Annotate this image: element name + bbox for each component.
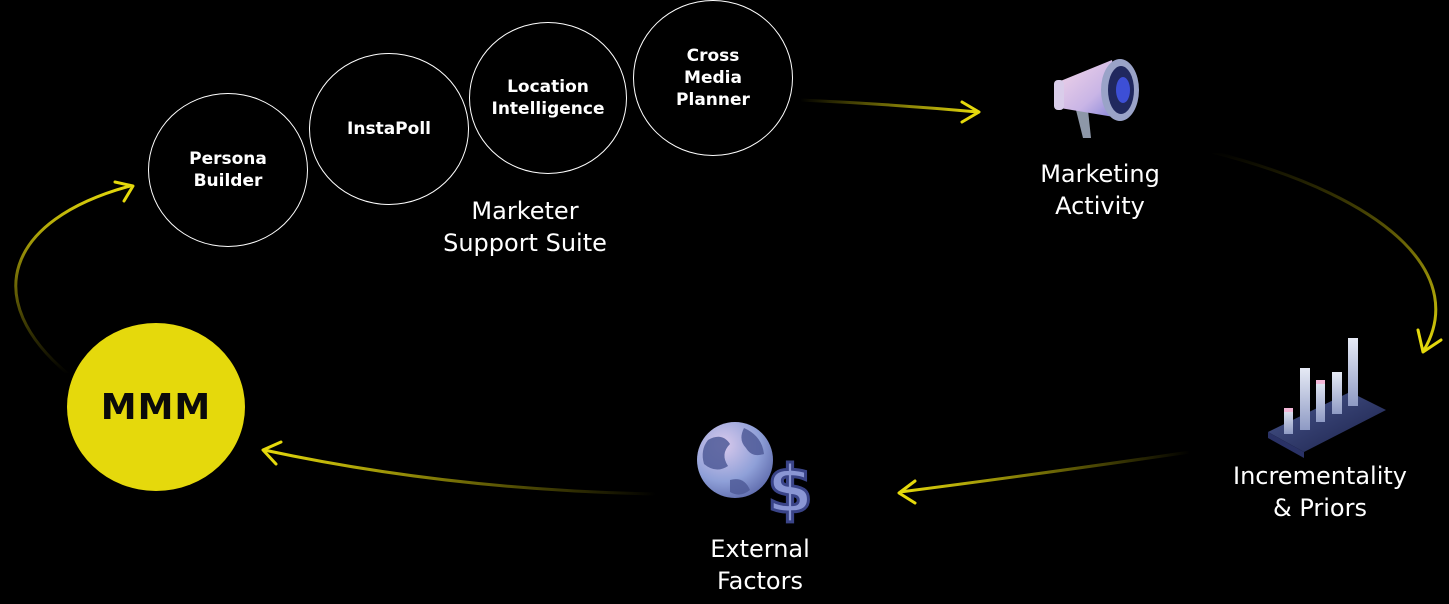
tool-label: Location Intelligence: [491, 76, 605, 119]
mmm-label: MMM: [100, 386, 212, 428]
arrow-incrementality-to-external: [899, 450, 1191, 494]
svg-text:$: $: [767, 451, 813, 528]
suite-label: Marketer Support Suite: [443, 197, 607, 258]
arrow-marketing-to-incrementality: [1211, 150, 1438, 351]
bar-chart-icon: [1268, 338, 1386, 458]
arrowhead-suite-to-marketing: [960, 100, 981, 124]
arrowhead-mmm-to-suite: [113, 180, 135, 203]
megaphone-icon: [1054, 59, 1139, 138]
tool-persona-builder: Persona Builder: [148, 93, 308, 247]
tool-label: Cross Media Planner: [676, 45, 750, 111]
incrementality-label: Incrementality & Priors: [1232, 462, 1407, 523]
tool-label: InstaPoll: [347, 118, 431, 139]
tool-instapoll: InstaPoll: [309, 53, 469, 205]
arrow-external-to-mmm: [263, 448, 657, 496]
tool-cross-media-planner: Cross Media Planner: [633, 0, 793, 156]
arrowhead-marketing-to-incrementality: [1416, 328, 1443, 354]
marketing-activity-label: Marketing Activity: [1040, 160, 1160, 221]
mmm-node: MMM: [67, 323, 245, 491]
external-factors-label: External Factors: [710, 535, 810, 596]
globe-dollar-icon: $: [697, 422, 814, 530]
arrow-mmm-to-suite: [14, 184, 131, 376]
tool-location-intelligence: Location Intelligence: [469, 22, 627, 174]
arrowhead-incrementality-to-external: [897, 479, 917, 505]
tool-label: Persona Builder: [189, 148, 267, 191]
arrow-suite-to-marketing: [799, 98, 979, 114]
arrowhead-external-to-mmm: [261, 440, 283, 466]
